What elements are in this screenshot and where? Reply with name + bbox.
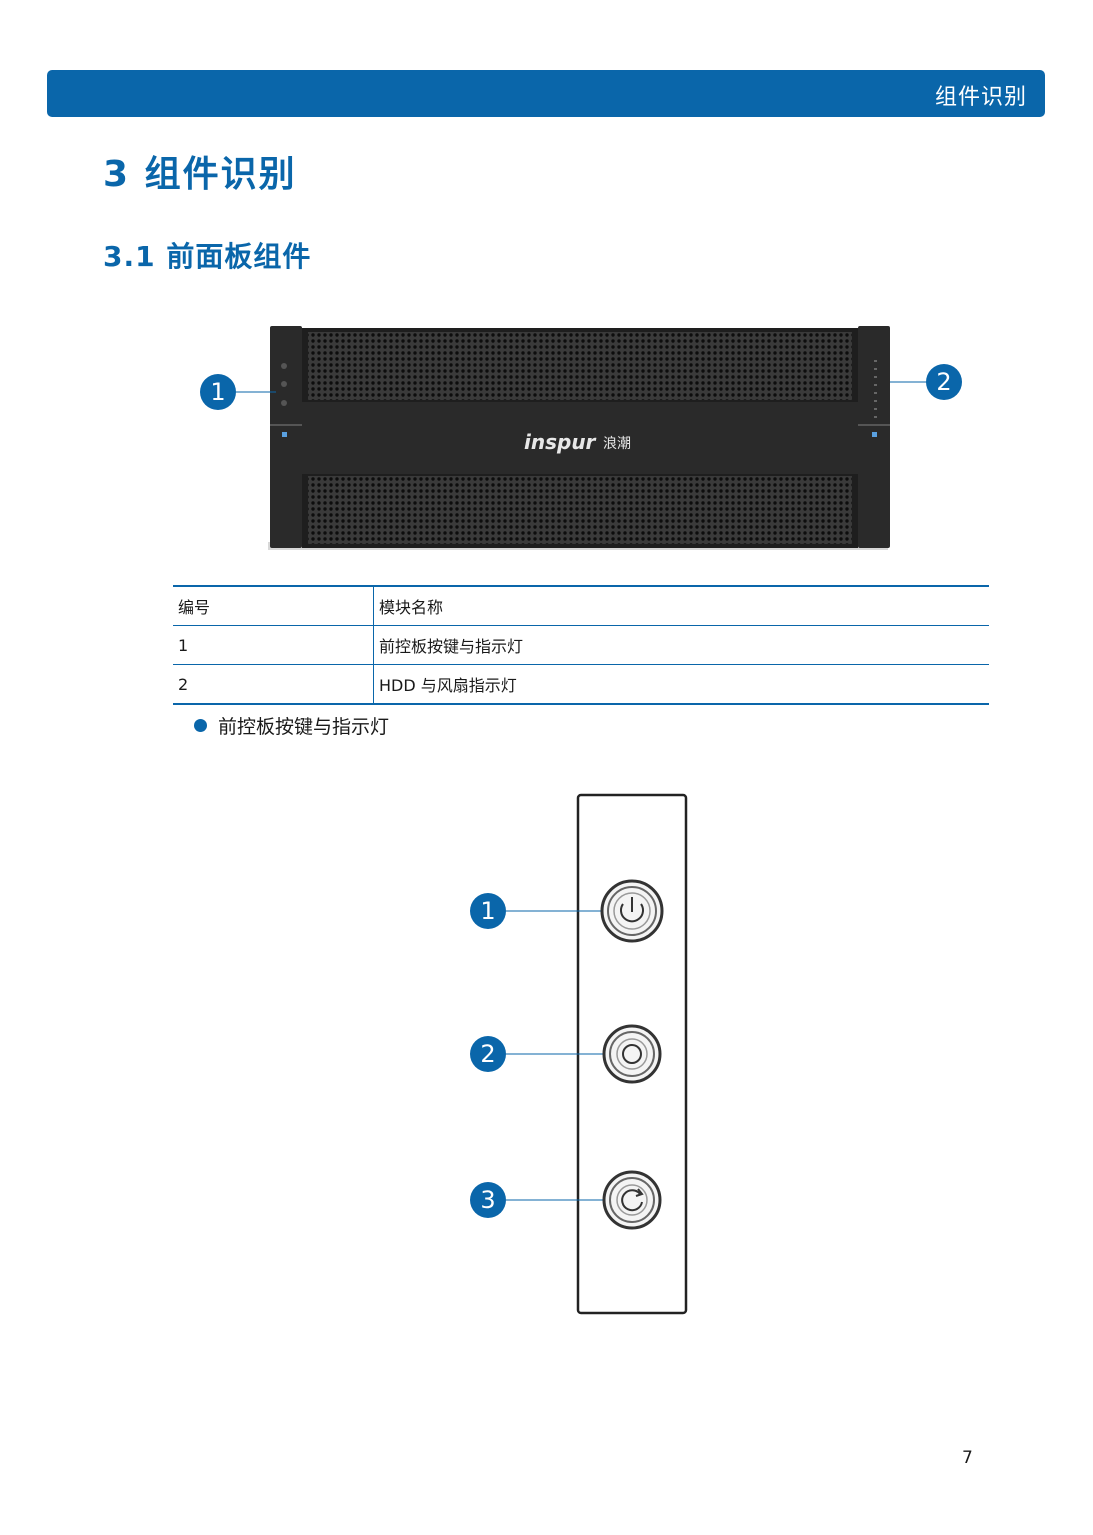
table-header-module: 模块名称 — [373, 585, 989, 626]
ear-button-1 — [281, 363, 287, 369]
table-row: 1 前控板按键与指示灯 — [173, 625, 989, 665]
callout-1-label: 1 — [480, 897, 495, 925]
callout-2-label: 2 — [936, 368, 951, 396]
table-header-row: 编号 模块名称 — [173, 585, 989, 626]
callout-2-label: 2 — [480, 1040, 495, 1068]
power-button — [600, 879, 664, 943]
table-cell-number: 1 — [173, 625, 374, 665]
module-table: 编号 模块名称 1 前控板按键与指示灯 2 HDD 与风扇指示灯 — [173, 585, 989, 705]
bullet-text: 前控板按键与指示灯 — [218, 716, 390, 738]
ear-button-2 — [281, 381, 287, 387]
brand-logo: inspur — [524, 430, 597, 454]
control-panel-figure: 1 2 3 — [470, 793, 688, 1315]
callout-3-label: 3 — [480, 1186, 495, 1214]
indicator-button-2 — [602, 1024, 662, 1084]
callout-2 — [470, 1036, 506, 1072]
brand-logo-cn: 浪潮 — [603, 436, 631, 452]
ear-button-3 — [281, 400, 287, 406]
circle-icon — [622, 1044, 642, 1064]
callout-2 — [926, 364, 962, 400]
bezel-band — [302, 402, 858, 474]
subsection-title: 3.1 前面板组件 — [103, 240, 312, 273]
table-cell-module: HDD 与风扇指示灯 — [373, 664, 989, 705]
reset-icon — [621, 1189, 643, 1212]
table-header-number: 编号 — [173, 585, 374, 626]
section-title: 3 组件识别 — [103, 154, 297, 195]
callout-1-label: 1 — [210, 378, 225, 406]
bullet-item: 前控板按键与指示灯 — [194, 712, 389, 739]
reset-button — [602, 1170, 662, 1230]
page-number: 7 — [962, 1448, 973, 1468]
top-mesh — [308, 332, 852, 400]
callout-3 — [470, 1182, 506, 1218]
table-cell-module: 前控板按键与指示灯 — [373, 625, 989, 665]
front-panel-figure: inspur 浪潮 1 2 — [200, 326, 962, 550]
callout-1 — [470, 893, 506, 929]
header-title: 组件识别 — [934, 85, 1027, 110]
table-cell-number: 2 — [173, 664, 374, 705]
bottom-mesh — [308, 476, 852, 544]
power-icon — [620, 903, 644, 923]
table-row: 2 HDD 与风扇指示灯 — [173, 664, 989, 705]
bullet-dot-icon — [194, 719, 207, 732]
callout-1 — [200, 374, 236, 410]
header-bar: 组件识别 — [47, 70, 1045, 117]
